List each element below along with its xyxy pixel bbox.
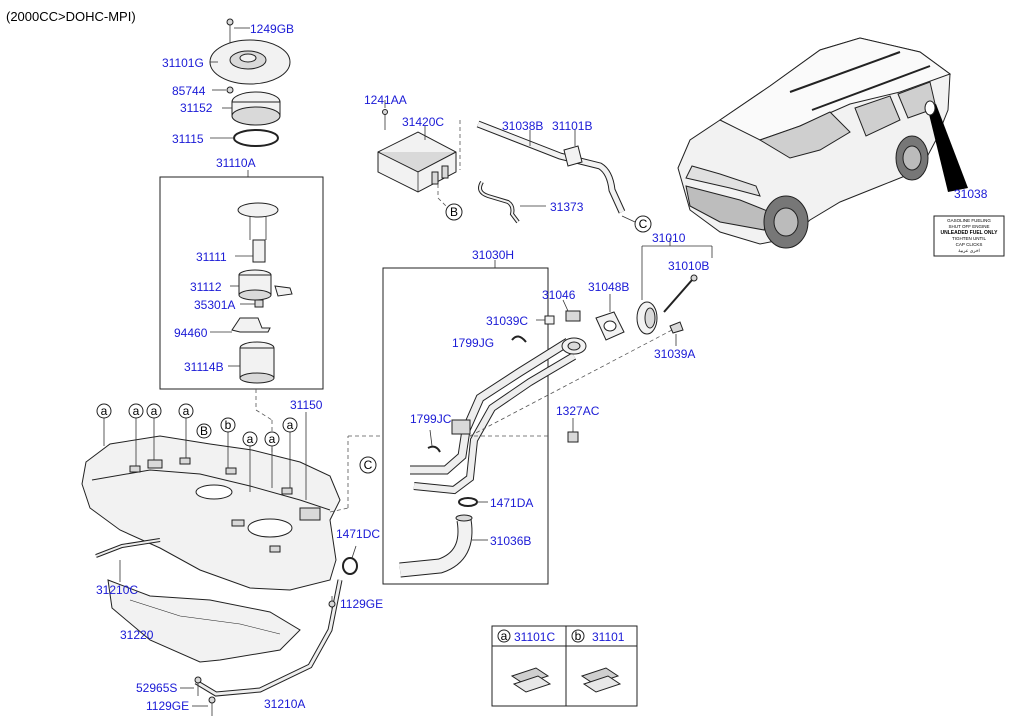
svg-text:C: C xyxy=(364,458,373,472)
label-31373: 31373 xyxy=(550,200,584,214)
callout-circles: a a a a b B a a a B C C xyxy=(96,203,652,474)
label-31420C: 31420C xyxy=(402,115,444,129)
filler-neck-box xyxy=(382,267,549,585)
svg-text:a: a xyxy=(247,432,254,446)
svg-text:B: B xyxy=(450,205,458,219)
fuel-caution-label xyxy=(933,215,1005,257)
nut-1327AC xyxy=(567,431,579,443)
label-31110A: 31110A xyxy=(216,156,256,170)
label-1249GB: 1249GB xyxy=(250,22,294,36)
label-31039C: 31039C xyxy=(486,314,528,328)
label-94460: 94460 xyxy=(174,326,208,340)
legend-a-code: 31101C xyxy=(514,630,555,644)
svg-text:a: a xyxy=(151,404,158,418)
part-labels: 1249GB 31101G 85744 31152 31115 31110A 3… xyxy=(96,22,988,713)
pump-assembly-box xyxy=(159,176,324,390)
label-1799JG: 1799JG xyxy=(452,336,494,350)
filler-neck-parts xyxy=(399,294,625,578)
fuel-label-text: GASOLINE FUELING SHUT OFF ENGINE UNLEADE… xyxy=(941,218,999,254)
label-31220: 31220 xyxy=(120,628,154,642)
label-31210A: 31210A xyxy=(264,697,305,711)
legend-b-code: 31101 xyxy=(592,630,625,644)
label-85744: 85744 xyxy=(172,84,206,98)
label-1241AA: 1241AA xyxy=(364,93,407,107)
label-31112: 31112 xyxy=(190,280,222,294)
label-31030H: 31030H xyxy=(472,248,514,262)
label-31115: 31115 xyxy=(172,132,204,146)
label-31210C: 31210C xyxy=(96,583,138,597)
svg-text:a: a xyxy=(183,404,190,418)
label-1129GE-bottom: 1129GE xyxy=(146,699,189,713)
label-31048B: 31048B xyxy=(588,280,629,294)
label-31039A: 31039A xyxy=(654,347,695,361)
svg-text:GASOLINE FUELING: GASOLINE FUELING xyxy=(947,218,991,223)
canister-group xyxy=(377,100,461,211)
fuel-tank xyxy=(81,412,341,591)
label-31101G: 31101G xyxy=(162,56,204,70)
label-31046: 31046 xyxy=(542,288,576,302)
svg-text:a: a xyxy=(101,404,108,418)
svg-text:a: a xyxy=(269,432,276,446)
svg-text:SHUT OFF ENGINE: SHUT OFF ENGINE xyxy=(949,224,990,229)
svg-text:B: B xyxy=(200,424,208,438)
svg-text:اخرى عربية: اخرى عربية xyxy=(958,248,979,254)
svg-text:b: b xyxy=(575,629,582,643)
fuel-door-group xyxy=(636,238,713,346)
svg-text:b: b xyxy=(225,418,232,432)
label-52965S: 52965S xyxy=(136,681,177,695)
pump-cover-group xyxy=(209,18,291,147)
vehicle-illustration xyxy=(677,37,968,249)
svg-text:a: a xyxy=(501,629,508,643)
label-31150: 31150 xyxy=(290,398,323,412)
label-31010B: 31010B xyxy=(668,259,709,273)
label-31038B: 31038B xyxy=(502,119,543,133)
label-1799JC: 1799JC xyxy=(410,412,452,426)
label-1129GE-right: 1129GE xyxy=(340,597,383,611)
label-31111: 31111 xyxy=(196,250,227,264)
label-1327AC: 1327AC xyxy=(556,404,600,418)
svg-text:UNLEADED FUEL ONLY: UNLEADED FUEL ONLY xyxy=(941,230,999,236)
svg-text:TIGHTEN UNTIL: TIGHTEN UNTIL xyxy=(952,236,986,241)
label-31038: 31038 xyxy=(954,187,988,201)
label-1471DA: 1471DA xyxy=(490,496,533,510)
engine-spec-header: (2000CC>DOHC-MPI) xyxy=(6,9,136,24)
label-31036B: 31036B xyxy=(490,534,531,548)
label-35301A: 35301A xyxy=(194,298,235,312)
label-1471DC: 1471DC xyxy=(336,527,380,541)
legend-table: a 31101C b 31101 xyxy=(491,625,638,707)
label-31152: 31152 xyxy=(180,101,213,115)
tank-straps-shield xyxy=(95,538,358,716)
svg-text:CAP CLICKS: CAP CLICKS xyxy=(956,242,983,247)
svg-text:a: a xyxy=(287,418,294,432)
label-31010: 31010 xyxy=(652,231,686,245)
svg-text:C: C xyxy=(639,217,648,231)
label-31101B: 31101B xyxy=(552,119,592,133)
svg-text:a: a xyxy=(133,404,140,418)
pump-assembly-parts xyxy=(210,202,293,384)
label-31114B: 31114B xyxy=(184,360,224,374)
